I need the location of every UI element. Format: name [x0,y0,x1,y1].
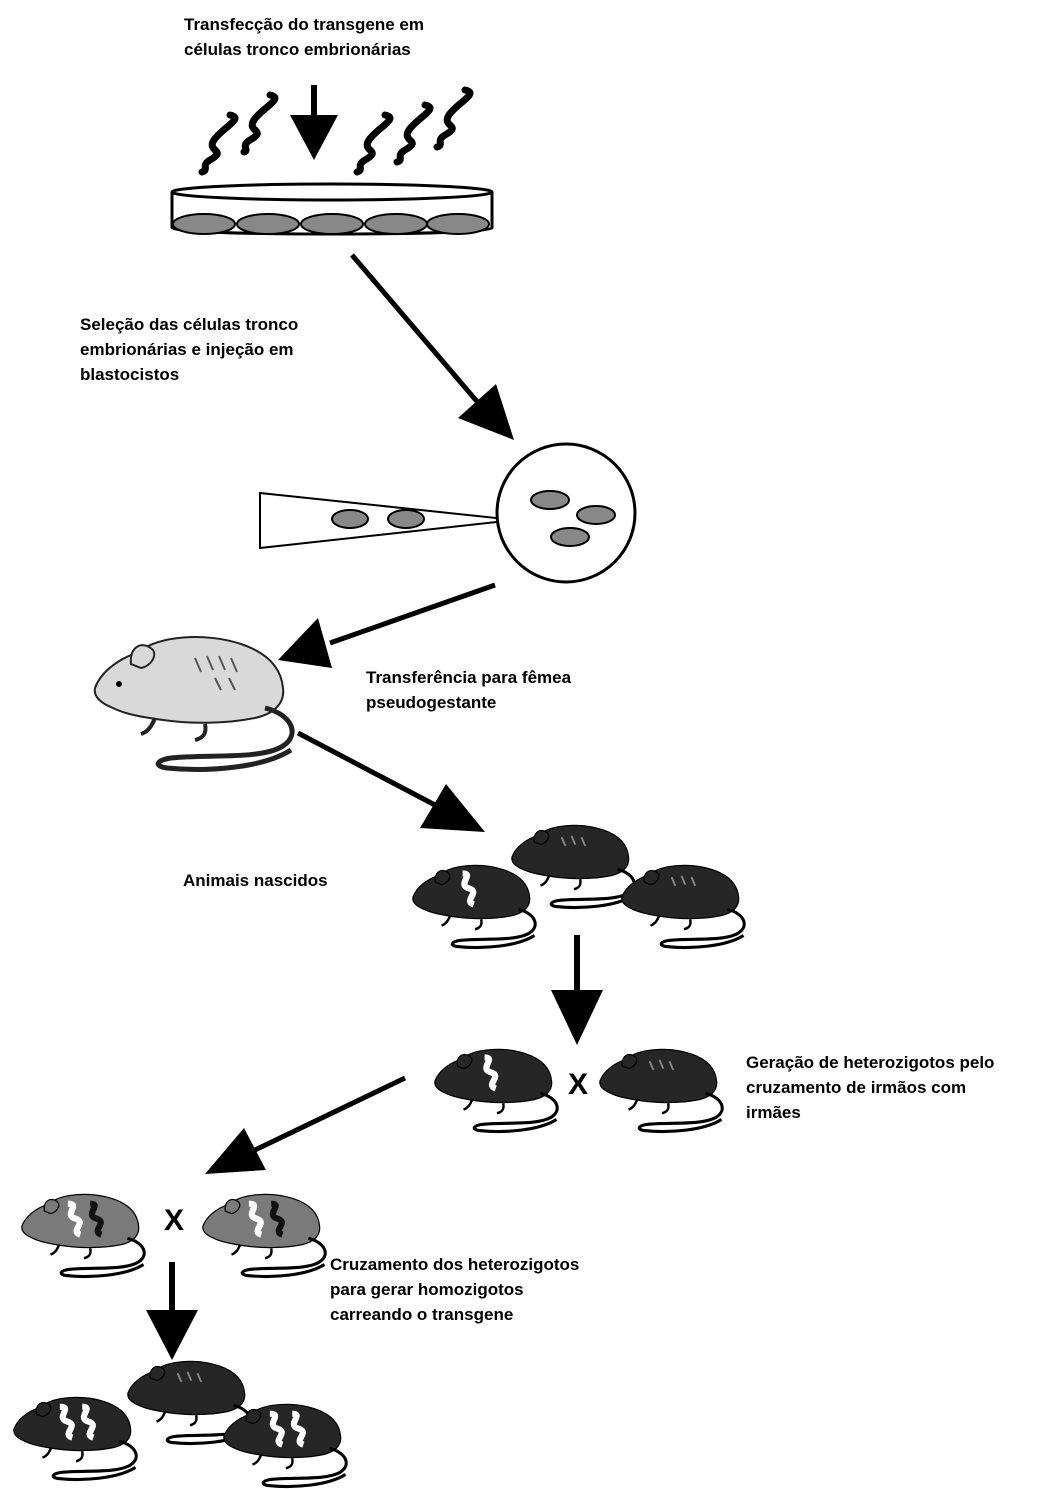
label-line: Animais nascidos [183,871,328,890]
label-line: pseudogestante [366,693,497,712]
blastocyst-icon [495,442,637,584]
cross-symbol: X [164,1204,185,1237]
label-line: embrionárias e injeção em [80,340,294,359]
dna-strand-icon [198,86,474,176]
arrow-to-heterozygotes [205,1075,407,1174]
label-line: blastocistos [80,365,180,384]
mouse-icon [126,1359,252,1446]
arrow-to-blastocyst [350,253,514,440]
arrow-to-born [296,730,485,832]
label-line: Seleção das células tronco [80,315,299,334]
mouse-icon [201,1192,327,1279]
label-born: Animais nascidos [183,868,328,893]
label-line: Transferência para fêmea [366,668,572,687]
mouse-icon [411,863,537,950]
label-line: Cruzamento dos heterozigotos [330,1255,580,1274]
label-line: Geração de heterozigotos pelo [746,1053,995,1072]
mouse-icon [620,863,746,950]
arrow-down-transfection [290,85,338,160]
mouse-icon [598,1047,724,1134]
label-line: carreando o transgene [330,1305,514,1324]
mouse-icon [510,823,636,910]
label-line: células tronco embrionárias [184,40,411,59]
label-selection: Seleção das células tronco embrionárias … [80,312,298,387]
label-heterozygotes: Geração de heterozigotos pelo cruzamento… [746,1050,994,1125]
arrow-down-to-homozygotes [146,1262,198,1360]
mouse-icon [20,1192,146,1279]
label-transfection: Transfecção do transgene em células tron… [184,12,424,62]
label-crossing: Cruzamento dos heterozigotos para gerar … [330,1252,579,1327]
label-line: Transfecção do transgene em [184,15,424,34]
label-line: cruzamento de irmãos com [746,1078,967,1097]
mouse-icon [222,1402,348,1489]
arrow-down-to-cross [551,935,603,1045]
label-line: irmães [746,1103,801,1122]
mouse-icon [95,637,292,769]
cross-symbol: X [568,1068,589,1101]
arrow-to-female [278,582,496,668]
mouse-icon [12,1395,138,1482]
label-transfer: Transferência para fêmea pseudogestante [366,665,571,715]
petri-dish-icon [170,182,494,236]
label-line: para gerar homozigotos [330,1280,524,1299]
micropipette-icon [259,491,516,550]
mouse-icon [433,1047,559,1134]
